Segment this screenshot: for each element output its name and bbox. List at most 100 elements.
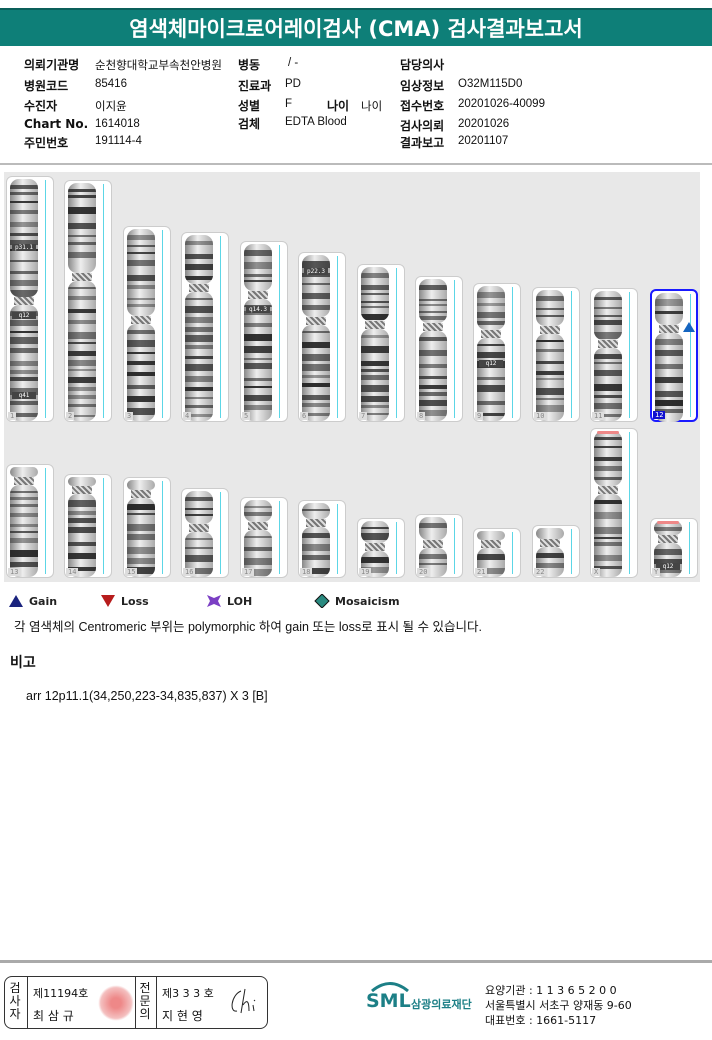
- chromosome-number: 5: [242, 412, 251, 420]
- care-number: 요양기관 : 1 1 3 6 5 2 0 0: [485, 984, 617, 997]
- cytoband: [68, 567, 96, 571]
- chromosome-arm: [536, 334, 564, 421]
- chromosome-arm: [185, 292, 213, 421]
- cytoband: [302, 283, 330, 285]
- chromosome-3[interactable]: 3: [123, 226, 171, 422]
- cytoband: [655, 311, 683, 314]
- cytoband: [127, 512, 155, 515]
- copy-number-line: [454, 280, 455, 418]
- cytoband: [419, 375, 447, 379]
- cytoband: [419, 316, 447, 320]
- copy-number-line: [629, 432, 630, 574]
- cytoband: [244, 569, 272, 577]
- cytoband: [536, 388, 564, 396]
- cytoband: [244, 333, 272, 341]
- cytoband: [68, 394, 96, 399]
- chromosome-body: [361, 267, 389, 421]
- clinical-value: O32M115D0: [458, 78, 523, 90]
- cytoband: [655, 399, 683, 406]
- chromosome-2[interactable]: 2: [64, 180, 112, 422]
- cytoband: [594, 477, 622, 480]
- cytoband: [302, 374, 330, 378]
- centromere: [658, 534, 678, 543]
- chromosome-22[interactable]: 22: [532, 525, 580, 578]
- cytoband: [68, 403, 96, 407]
- chromosome-11[interactable]: 11: [590, 288, 638, 422]
- cytoband: [419, 562, 447, 565]
- chromosome-number: 21: [475, 568, 488, 576]
- chromosome-14[interactable]: 14: [64, 474, 112, 578]
- centromere: [365, 320, 385, 329]
- chromosome-10[interactable]: 10: [532, 287, 580, 422]
- band-label: p31.1: [12, 244, 36, 252]
- legend-mosaicism-label: Mosaicism: [335, 594, 400, 608]
- chromosome-16[interactable]: 16: [181, 488, 229, 578]
- chromosome-body: [185, 235, 213, 421]
- chromosome-body: q12: [477, 286, 505, 421]
- chromosome-8[interactable]: 8: [415, 276, 463, 422]
- chromosome-21[interactable]: 21: [473, 528, 521, 578]
- cytoband: [244, 274, 272, 277]
- chromosome-body: [244, 500, 272, 577]
- chromosome-arm: [185, 491, 213, 525]
- cytoband: [127, 503, 155, 510]
- cytoband: [361, 395, 389, 402]
- cytoband: [419, 299, 447, 301]
- chromosome-arm: [536, 528, 564, 539]
- cytoband: [68, 368, 96, 371]
- legend-gain-label: Gain: [29, 594, 58, 608]
- cytoband: [244, 280, 272, 282]
- cytoband: [594, 307, 622, 309]
- cytoband: [594, 566, 622, 570]
- chromosome-17[interactable]: 17: [240, 497, 288, 578]
- cytoband: [361, 334, 389, 338]
- centromere: [540, 538, 560, 547]
- cytoband: [68, 242, 96, 245]
- chromosome-12[interactable]: 12: [650, 289, 698, 422]
- chromosome-arm: [477, 548, 505, 577]
- cytoband: [10, 524, 38, 528]
- chromosome-19[interactable]: 19: [357, 518, 405, 578]
- cytoband: [127, 330, 155, 335]
- cytoband: [477, 413, 505, 417]
- cytoband: [68, 331, 96, 339]
- specialist-label: 전문의: [139, 981, 151, 1021]
- sex-value: F: [285, 98, 293, 110]
- cytoband: [302, 353, 330, 361]
- chromosome-7[interactable]: 7: [357, 264, 405, 422]
- cytoband: [654, 548, 682, 555]
- cytoband: [68, 527, 96, 533]
- cytoband: [536, 349, 564, 353]
- cytoband: [419, 391, 447, 396]
- cytoband: [419, 304, 447, 306]
- chromosome-13[interactable]: 13: [6, 464, 54, 578]
- cytoband: [302, 261, 330, 268]
- chromosome-X[interactable]: X: [590, 428, 638, 578]
- chromosome-18[interactable]: 18: [298, 500, 346, 578]
- footer-divider: [0, 960, 712, 963]
- chromosome-arm: [68, 280, 96, 421]
- chromosome-4[interactable]: 4: [181, 232, 229, 422]
- centromere: [598, 486, 618, 495]
- cytoband: [10, 337, 38, 344]
- id-label: 주민번호: [24, 136, 69, 150]
- chromosome-20[interactable]: 20: [415, 514, 463, 578]
- cytoband: [594, 403, 622, 409]
- copy-number-line: [571, 291, 572, 418]
- chart-label: Chart No.: [24, 117, 89, 131]
- cytoband: [127, 285, 155, 289]
- chromosome-15[interactable]: 15: [123, 477, 171, 578]
- cytoband: [361, 412, 389, 415]
- cytoband: [655, 363, 683, 369]
- cytoband: [244, 304, 272, 307]
- centromere: [14, 297, 34, 305]
- cytoband: [10, 504, 38, 508]
- chromosome-body: [419, 279, 447, 421]
- centromere: [423, 539, 443, 548]
